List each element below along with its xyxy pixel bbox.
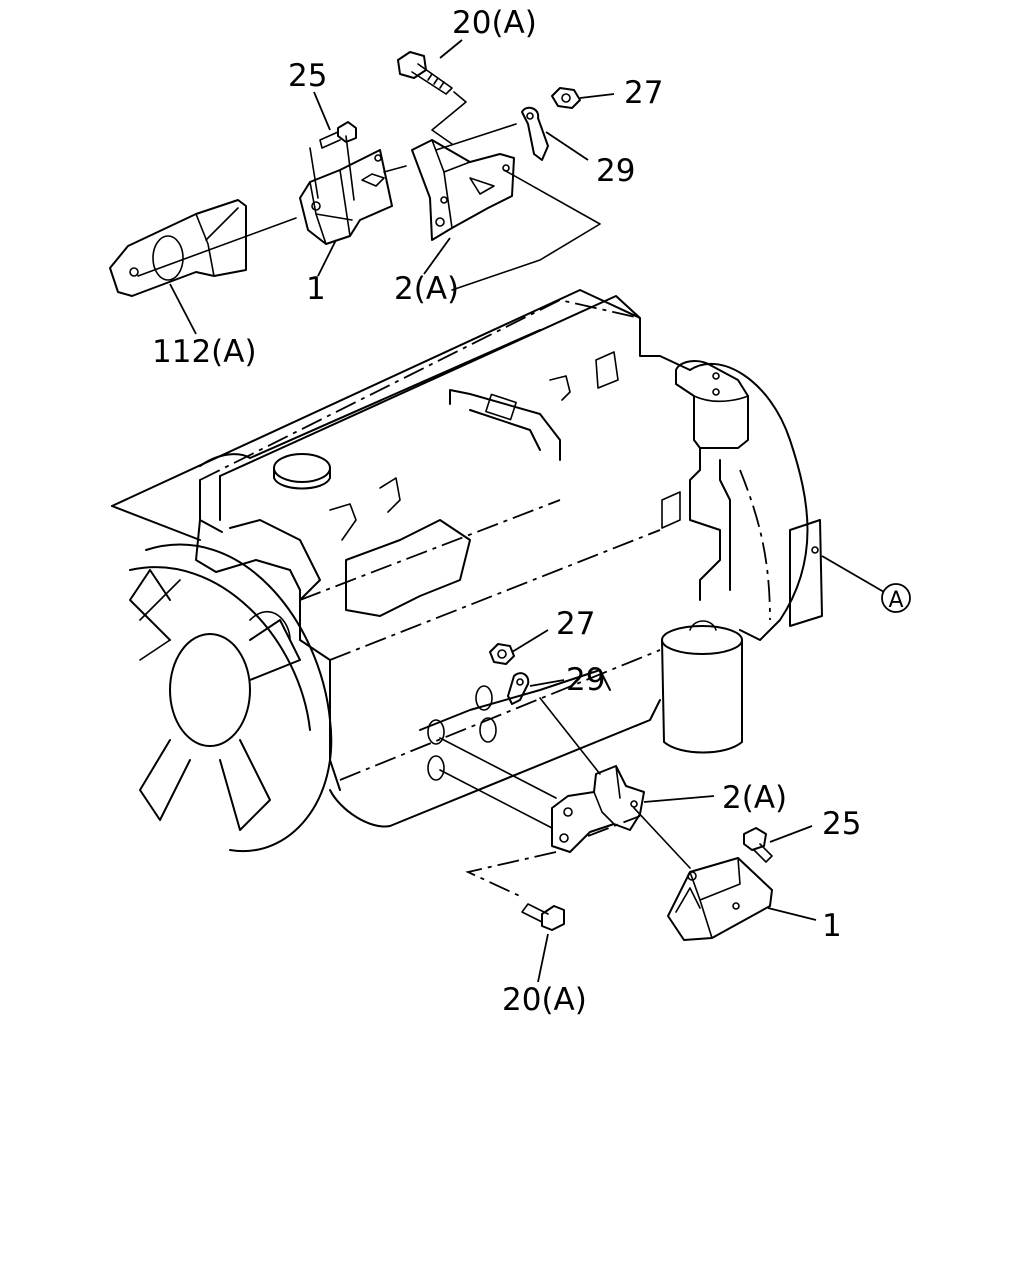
label-top-nut: 27 <box>624 75 663 111</box>
label-top-bracket: 2(A) <box>394 271 459 307</box>
bottom-bracket-part <box>551 765 645 853</box>
label-bottom-small-bolt: 25 <box>822 806 861 842</box>
cooling-fan-illustration <box>129 543 333 853</box>
label-bottom-bolt: 20(A) <box>502 982 587 1018</box>
label-bottom-ground-terminal: 29 <box>566 662 605 698</box>
engine-block-illustration <box>111 289 823 853</box>
bottom-mount-assembly <box>439 643 773 941</box>
reference-a-circle <box>881 583 911 613</box>
engine-plate-part <box>109 199 247 297</box>
bottom-ground-terminal-part <box>507 672 530 705</box>
label-bottom-bracket: 2(A) <box>722 780 787 816</box>
label-bottom-nut: 27 <box>556 606 595 642</box>
label-plate: 112(A) <box>152 334 257 370</box>
label-top-mount: 1 <box>306 271 326 307</box>
top-flange-bolt-part <box>397 51 453 95</box>
label-top-ground-terminal: 29 <box>596 153 635 189</box>
bottom-flange-bolt-part <box>521 903 565 931</box>
oil-filter-illustration <box>661 620 743 754</box>
top-ground-terminal-part <box>521 106 549 161</box>
label-reference-a: A <box>888 588 903 613</box>
callout-labels: 20(A) 25 27 29 1 2(A) 112(A) 27 29 2(A) … <box>152 5 904 1018</box>
top-bracket-part <box>411 139 515 241</box>
label-bottom-mount: 1 <box>822 908 842 944</box>
label-top-bolt: 20(A) <box>452 5 537 41</box>
bottom-nut-part <box>489 643 515 665</box>
bottom-small-bolt-part <box>743 827 773 863</box>
leader-lines <box>169 39 911 983</box>
top-small-bolt-part <box>319 121 357 149</box>
bottom-engine-mount-part <box>667 857 773 941</box>
top-mount-assembly <box>109 51 601 297</box>
top-nut-part <box>551 87 581 109</box>
top-engine-mount-part <box>299 149 393 245</box>
label-top-small-bolt: 25 <box>288 58 327 94</box>
